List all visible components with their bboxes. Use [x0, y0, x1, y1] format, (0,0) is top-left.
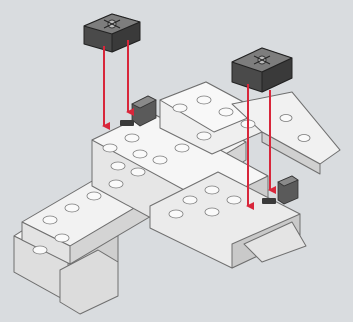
stud — [219, 108, 233, 116]
stud — [55, 234, 69, 242]
stud — [133, 150, 147, 158]
socket-left — [120, 120, 134, 126]
stud — [87, 192, 101, 200]
stud — [205, 186, 219, 194]
stud — [227, 196, 241, 204]
stud — [173, 104, 187, 112]
stud — [33, 246, 47, 254]
stud — [205, 208, 219, 216]
stud — [175, 144, 189, 152]
stud — [109, 180, 123, 188]
stud — [197, 132, 211, 140]
stud — [111, 162, 125, 170]
stud — [280, 115, 292, 122]
stud — [197, 96, 211, 104]
stud — [298, 135, 310, 142]
stud — [169, 210, 183, 218]
stud — [131, 168, 145, 176]
stud — [103, 144, 117, 152]
stud — [65, 204, 79, 212]
stud — [153, 156, 167, 164]
socket-right — [262, 198, 276, 204]
stud — [43, 216, 57, 224]
stud — [125, 134, 139, 142]
stud — [183, 196, 197, 204]
